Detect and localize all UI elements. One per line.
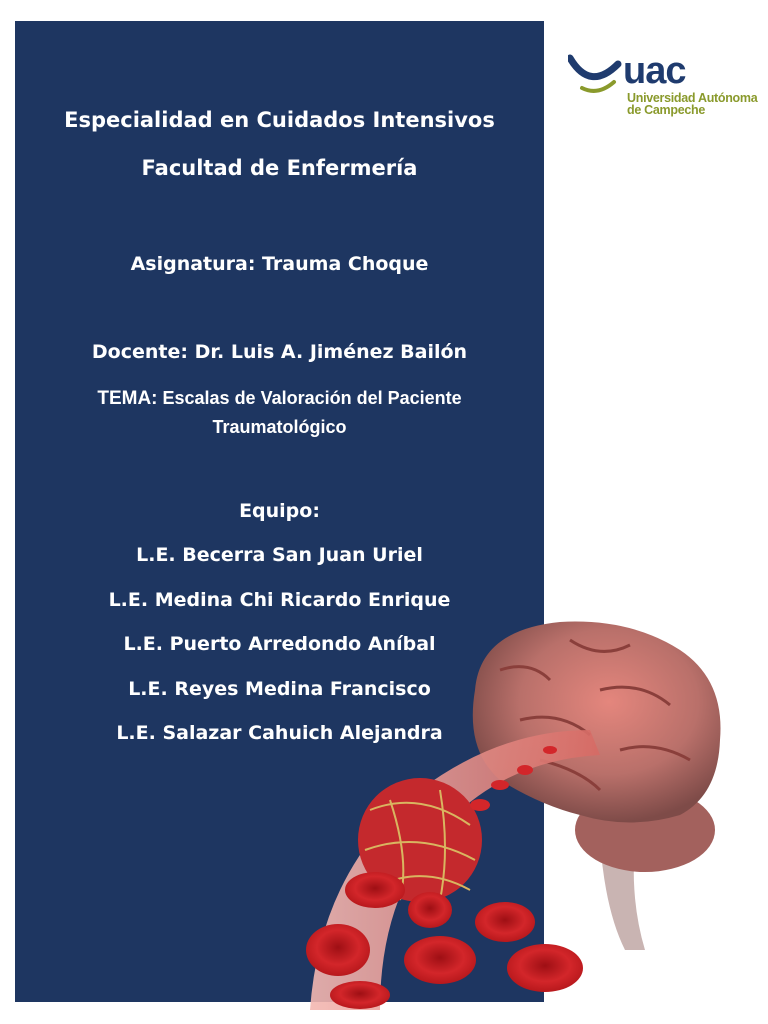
logo-acronym: uac [623, 50, 686, 92]
uac-logo-icon [568, 54, 622, 93]
cover-title-line1: Especialidad en Cuidados Intensivos [64, 108, 495, 132]
subject-line: Asignatura: Trauma Choque [130, 253, 429, 275]
team-member: L.E. Salazar Cahuich Alejandra [116, 722, 443, 744]
team-label: Equipo: [239, 500, 320, 522]
brain-bloodclot-illustration-icon [306, 621, 721, 1010]
topic-line2: Traumatológico [212, 417, 347, 437]
teacher-line: Docente: Dr. Luis A. Jiménez Bailón [91, 341, 468, 363]
topic-line1: Escalas de Valoración del Paciente [157, 388, 462, 408]
cover-title-line2: Facultad de Enfermería [141, 156, 418, 180]
topic-label: TEMA: [97, 388, 158, 409]
team-member: L.E. Becerra San Juan Uriel [136, 544, 423, 566]
logo-name-line2: de Campeche [627, 103, 705, 117]
logo-name-line1: Universidad Autónoma [627, 91, 758, 105]
team-member: L.E. Medina Chi Ricardo Enrique [108, 589, 451, 611]
topic-block: TEMA: Escalas de Valoración del Paciente… [15, 384, 544, 442]
logo-name: Universidad Autónoma de Campeche [627, 91, 758, 117]
team-member: L.E. Reyes Medina Francisco [128, 678, 431, 700]
team-member: L.E. Puerto Arredondo Aníbal [123, 633, 436, 655]
